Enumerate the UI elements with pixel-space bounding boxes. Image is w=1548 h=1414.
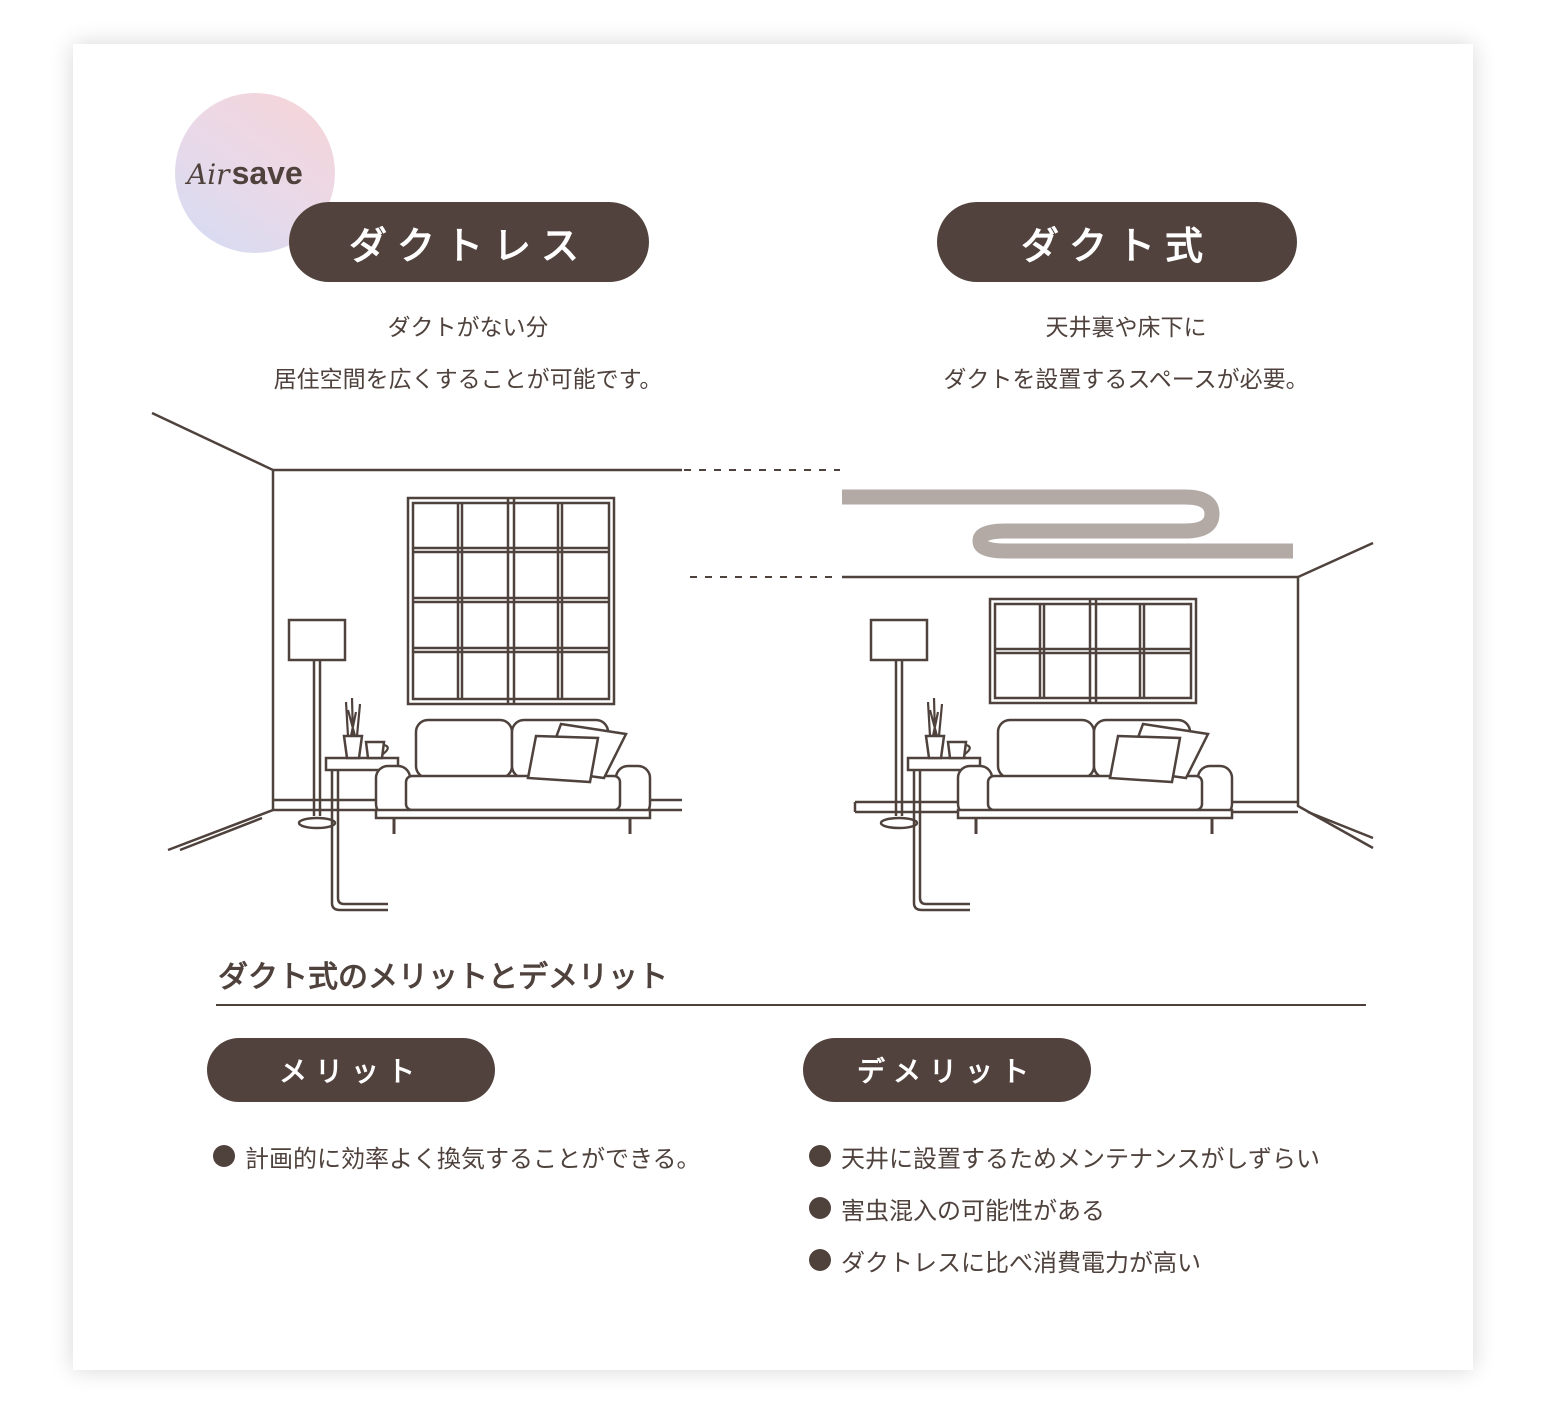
logo-save-text: save	[231, 155, 303, 191]
duct-type-description: 天井裏や床下に ダクトを設置するスペースが必要。	[846, 302, 1406, 406]
ductless-desc-line1: ダクトがない分	[387, 315, 549, 341]
merits-demerits-heading: ダクト式のメリットとデメリット	[218, 960, 668, 995]
ductless-window	[406, 496, 616, 706]
bullet-dot-icon	[809, 1145, 831, 1167]
ductless-title-pill: ダクトレス	[289, 202, 649, 282]
floor-lamp	[869, 618, 929, 830]
duct-type-room	[842, 541, 1374, 912]
ductless-description: ダクトがない分 居住空間を広くすることが可能です。	[188, 302, 748, 406]
floor-lamp	[287, 618, 347, 830]
bullet-dot-icon	[213, 1145, 235, 1167]
ductless-room	[151, 411, 682, 912]
duct-type-desc-line1: 天井裏や床下に	[1045, 315, 1207, 341]
duct-type-desc-line2: ダクトを設置するスペースが必要。	[943, 367, 1309, 393]
logo-air-text: Air	[187, 158, 230, 191]
demerit-item-text: ダクトレスに比べ消費電力が高い	[841, 1248, 1201, 1277]
demerit-label-pill: デメリット	[803, 1038, 1091, 1102]
duct-type-window	[988, 597, 1198, 705]
demerit-item-text: 天井に設置するためメンテナンスがしずらい	[841, 1144, 1321, 1173]
demerit-item: 害虫混入の可能性がある	[809, 1182, 1105, 1234]
duct-type-title-pill: ダクト式	[937, 202, 1297, 282]
bullet-dot-icon	[809, 1197, 831, 1219]
duct-pipe	[842, 489, 1293, 559]
bullet-dot-icon	[809, 1249, 831, 1271]
demerit-item: ダクトレスに比べ消費電力が高い	[809, 1234, 1201, 1286]
sofa	[374, 718, 652, 836]
demerit-item-text: 害虫混入の可能性がある	[841, 1196, 1105, 1225]
merit-label-pill: メリット	[207, 1038, 495, 1102]
sofa	[956, 718, 1234, 836]
airsave-logo: Air save	[187, 155, 303, 192]
merit-item-text: 計画的に効率よく換気することができる。	[245, 1144, 701, 1173]
section-divider	[216, 1004, 1366, 1006]
ductless-desc-line2: 居住空間を広くすることが可能です。	[273, 367, 663, 393]
demerit-item: 天井に設置するためメンテナンスがしずらい	[809, 1130, 1320, 1182]
merit-item: 計画的に効率よく換気することができる。	[213, 1130, 701, 1182]
